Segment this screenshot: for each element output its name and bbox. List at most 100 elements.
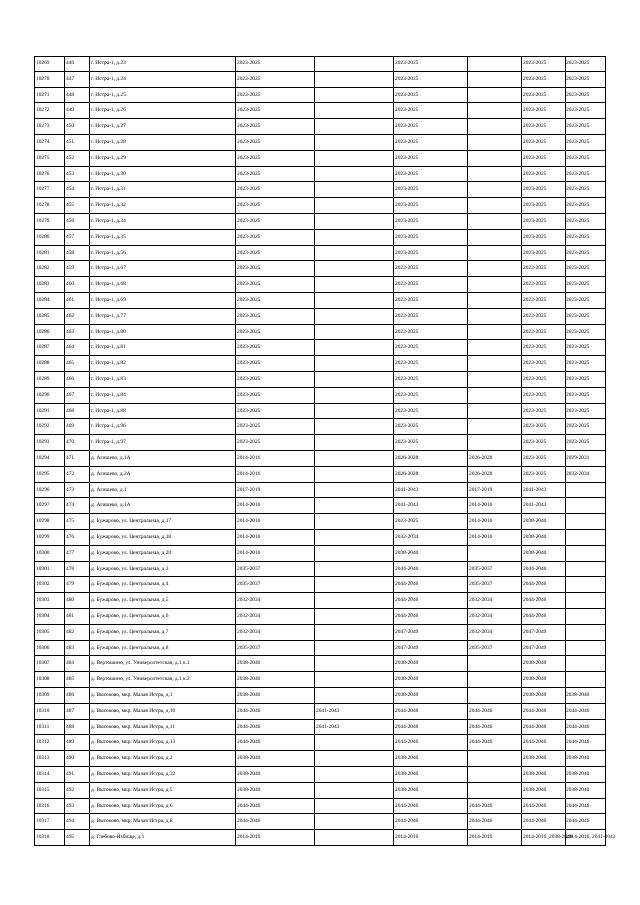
table-cell-id: 10272 — [36, 107, 50, 114]
table-cell-id: 10292 — [36, 423, 50, 430]
table-cell-c6: 2023-2025 — [566, 202, 590, 209]
table-cell-c5: 2023-2025 — [523, 455, 547, 461]
table-cell-c4 — [469, 230, 519, 246]
table-cell-address: г. Истра-1, д.83 — [91, 376, 126, 382]
table-cell-address: д. Бужарово, ул. Центральная, д.5 — [91, 597, 169, 604]
table-cell-c4: 2035-2037 — [469, 565, 493, 572]
table-cell-num: 454 — [66, 186, 75, 193]
table-cell-c1: 2044-2046 — [237, 818, 261, 825]
table-cell-address: д. Высоково, мкр. Малая Истра, д.13 — [91, 739, 176, 746]
table-cell-address: г. Истра-1, д.35 — [91, 233, 126, 240]
table-cell-id: 10288 — [36, 360, 50, 367]
table-cell-c5: 2023-2025 — [523, 107, 547, 114]
table-cell-c6: 2023-2025 — [566, 186, 590, 193]
column-divider — [521, 56, 522, 846]
table-cell-c2 — [316, 103, 391, 119]
table-cell-c4 — [469, 309, 519, 325]
table-cell-c4 — [469, 751, 519, 767]
table-cell-c2 — [316, 467, 391, 483]
table-cell-id: 10273 — [36, 123, 50, 130]
table-cell-c6: 2023-2025 — [566, 170, 590, 177]
table-cell-c5: 2038-2040 — [523, 660, 547, 667]
table-cell-c4: 2044-2046 — [469, 818, 493, 825]
table-cell-c1: 2023-2025 — [237, 391, 261, 398]
table-cell-c2 — [316, 641, 391, 657]
table-cell-c6 — [566, 577, 606, 593]
table-cell-address: д. Бужарово, ул. Центральная, д.3 — [91, 565, 169, 572]
table-cell-num: 455 — [66, 202, 75, 209]
table-cell-c5: 2023-2025 — [523, 328, 547, 335]
table-cell-c1: 2023-2025 — [237, 312, 261, 319]
table-cell-c2 — [316, 119, 391, 135]
table-cell-c6: 2023-2025 — [566, 107, 590, 114]
table-cell-num: 450 — [66, 123, 75, 130]
table-cell-c2 — [316, 56, 391, 72]
table-cell-c5: 2023-2025 — [523, 344, 547, 351]
table-cell-c5: 2023-2025 — [523, 186, 547, 193]
table-cell-address: г. Истра-1, д.23 — [91, 60, 126, 66]
column-divider — [89, 56, 90, 846]
table-cell-c4 — [469, 182, 519, 198]
table-cell-c4: 2044-2046 — [469, 739, 493, 746]
table-cell-c1: 2038-2040 — [237, 771, 261, 777]
table-cell-c1: 2023-2025 — [237, 407, 261, 414]
table-cell-c1: 2023-2025 — [237, 297, 261, 303]
table-cell-c6: 2038-2040 — [566, 755, 590, 762]
table-cell-num: 477 — [66, 549, 75, 556]
table-cell-num: 470 — [66, 439, 75, 446]
table-cell-c5: 2023-2025 — [523, 312, 547, 319]
table-cell-address: г. Истра-1, д.67 — [91, 265, 126, 272]
table-cell-c3: 2023-2025 — [395, 75, 419, 82]
table-cell-num: 492 — [66, 786, 75, 793]
table-cell-c4: 2035-2037 — [469, 644, 493, 651]
table-cell-c4 — [469, 340, 519, 356]
table-cell-c4 — [469, 372, 519, 388]
table-cell-address: г. Истра-1, д.31 — [91, 186, 126, 193]
table-cell-c2 — [316, 562, 391, 578]
table-cell-c2 — [316, 530, 391, 546]
table-cell-num: 480 — [66, 597, 75, 604]
table-cell-c3: 2023-2025 — [395, 297, 419, 303]
table-cell-id: 10313 — [36, 755, 50, 762]
table-cell-c6: 2044-2046 — [566, 818, 590, 825]
table-cell-id: 10295 — [36, 470, 50, 477]
table-cell-c2 — [316, 388, 391, 404]
table-cell-c2 — [316, 672, 391, 688]
table-cell-c4: 2026-2028 — [469, 455, 493, 461]
table-cell-c3: 2038-2040 — [395, 786, 419, 793]
table-cell-c1: 2014-2016 — [237, 502, 261, 509]
table-cell-c1: 2044-2046 — [237, 707, 261, 714]
table-cell-num: 487 — [66, 707, 75, 714]
table-cell-c2: 2041-2043 — [316, 707, 340, 714]
table-cell-c3: 2023-2025 — [395, 344, 419, 351]
table-cell-address: д. Бужарово, ул. Центральная, д.20 — [91, 549, 172, 556]
table-cell-id: 10269 — [36, 60, 50, 66]
table-cell-c3: 2023-2025 — [395, 91, 419, 98]
table-cell-address: д. Высоково, мкр. Малая Истра, д.11 — [91, 723, 176, 730]
table-cell-c4 — [469, 293, 519, 309]
table-cell-c4 — [469, 88, 519, 104]
table-cell-id: 10307 — [36, 660, 50, 667]
table-cell-c5: 2023-2025 — [523, 154, 547, 161]
table-cell-c4 — [469, 56, 519, 72]
table-cell-id: 10303 — [36, 597, 50, 604]
table-cell-c4: 2014-2016 — [469, 518, 493, 525]
table-cell-c2 — [316, 230, 391, 246]
table-cell-c1: 2023-2025 — [237, 249, 261, 256]
table-cell-c6: 2023-2025 — [566, 376, 590, 382]
table-cell-c4 — [469, 119, 519, 135]
